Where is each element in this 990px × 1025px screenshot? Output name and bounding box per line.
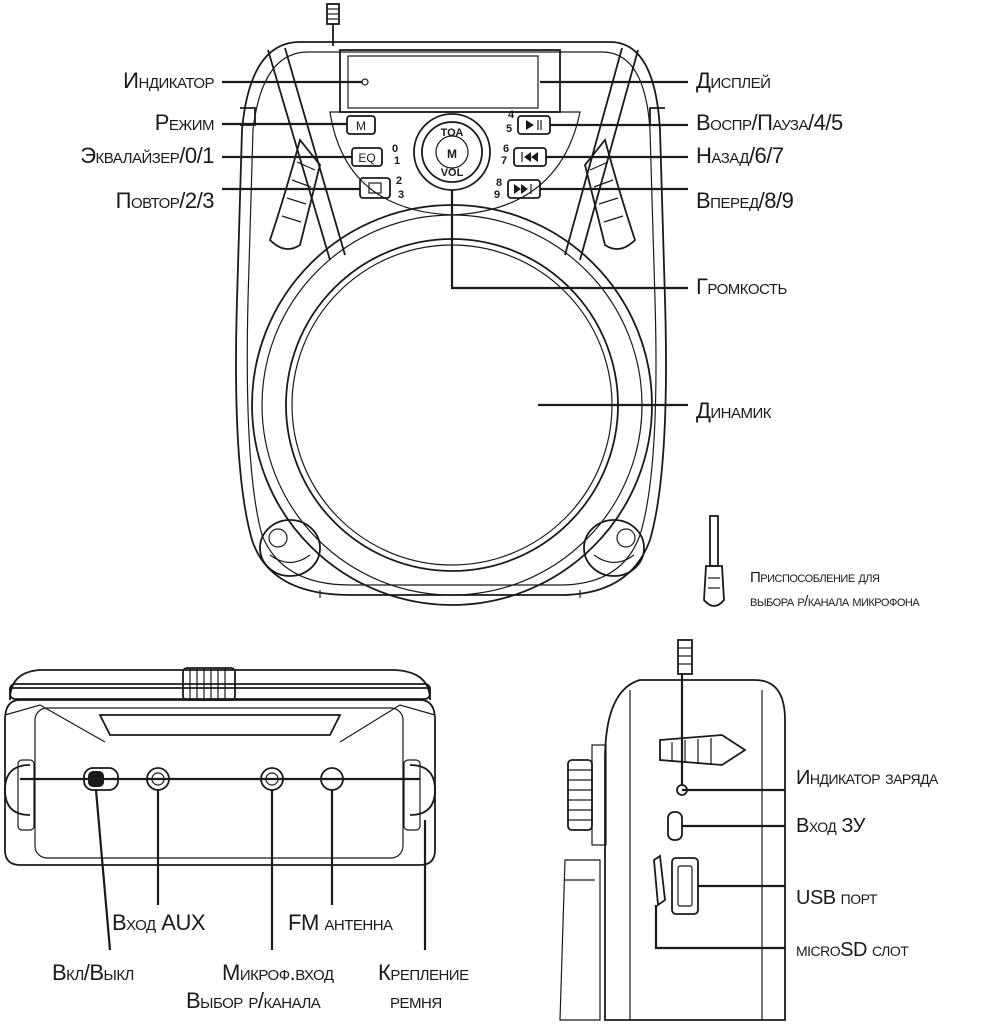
label-back: Назад/6/7 xyxy=(696,143,784,168)
label-charger-in: Вход ЗУ xyxy=(796,815,865,837)
label-forward: Вперед/8/9 xyxy=(696,188,794,213)
svg-text:EQ: EQ xyxy=(358,151,375,165)
svg-text:8: 8 xyxy=(496,177,502,189)
svg-text:M: M xyxy=(356,119,366,133)
label-tool-line2: выбора р/канала микрофона xyxy=(750,593,920,610)
bottom-view xyxy=(4,667,436,951)
side-knob xyxy=(567,744,607,846)
prev-button[interactable] xyxy=(513,147,547,167)
leader-volume xyxy=(450,190,688,290)
svg-text:7: 7 xyxy=(501,155,507,167)
bottom-knob xyxy=(182,667,236,701)
left-grip xyxy=(268,138,321,250)
leader-power xyxy=(94,789,112,951)
svg-text:0: 0 xyxy=(392,143,398,155)
label-indicator: Индикатор xyxy=(123,68,214,93)
svg-text:4: 4 xyxy=(508,109,515,121)
label-display: Дисплей xyxy=(696,68,771,93)
label-mode: Режим xyxy=(154,110,215,135)
side-view xyxy=(559,639,786,1021)
svg-text:ТОА: ТОА xyxy=(441,127,464,139)
label-strap-line2: ремня xyxy=(390,988,442,1013)
eq-button[interactable]: EQ xyxy=(351,147,383,167)
label-play-pause: Воспр/Пауза/4/5 xyxy=(696,110,843,135)
mode-button[interactable]: M xyxy=(346,115,376,135)
display-screen xyxy=(339,49,561,113)
svg-text:5: 5 xyxy=(506,123,512,135)
label-aux-in: Вход AUX xyxy=(112,910,206,935)
label-microsd-slot: microSD слот xyxy=(796,939,909,961)
svg-text:2: 2 xyxy=(396,175,402,187)
svg-text:1: 1 xyxy=(394,155,400,167)
right-grip xyxy=(584,138,637,250)
label-tool-line1: Приспособление для xyxy=(750,569,880,586)
channel-tool xyxy=(703,515,725,607)
repeat-button[interactable] xyxy=(359,177,391,199)
label-strap-line1: Крепление xyxy=(378,960,469,985)
svg-text:9: 9 xyxy=(494,189,500,201)
label-volume: Громкость xyxy=(696,274,787,299)
svg-text:VOL: VOL xyxy=(441,167,464,179)
label-usb-port: USB порт xyxy=(796,887,877,909)
label-fm-antenna: FM антенна xyxy=(288,910,393,935)
left-foot xyxy=(259,519,321,577)
volume-knob[interactable]: ТОА VOL M xyxy=(413,113,491,191)
label-repeat: Повтор/2/3 xyxy=(115,188,215,213)
antenna-top xyxy=(326,3,340,46)
right-strap-hook xyxy=(409,764,436,816)
svg-text:M: M xyxy=(447,147,457,161)
front-view: M EQ 0 1 2 3 ТОА VOL M 4 5 6 7 8 9 xyxy=(222,3,688,606)
indicator-led xyxy=(361,78,369,86)
label-equalizer: Эквалайзер/0/1 xyxy=(80,143,214,168)
right-foot xyxy=(583,519,645,577)
label-speaker: Динамик xyxy=(696,398,772,423)
label-channel-select: Выбор р/канала xyxy=(186,988,321,1013)
svg-text:3: 3 xyxy=(398,189,404,201)
microsd-slot-shape[interactable] xyxy=(653,854,666,907)
svg-text:6: 6 xyxy=(503,143,509,155)
leader-microsd xyxy=(654,905,785,950)
label-mic-in: Микроф.вход xyxy=(222,960,334,985)
play-pause-button[interactable] xyxy=(517,115,551,135)
label-charge-indicator: Индикатор заряда xyxy=(796,767,938,789)
label-power: Вкл/Выкл xyxy=(52,960,134,985)
charger-port[interactable] xyxy=(667,811,683,841)
